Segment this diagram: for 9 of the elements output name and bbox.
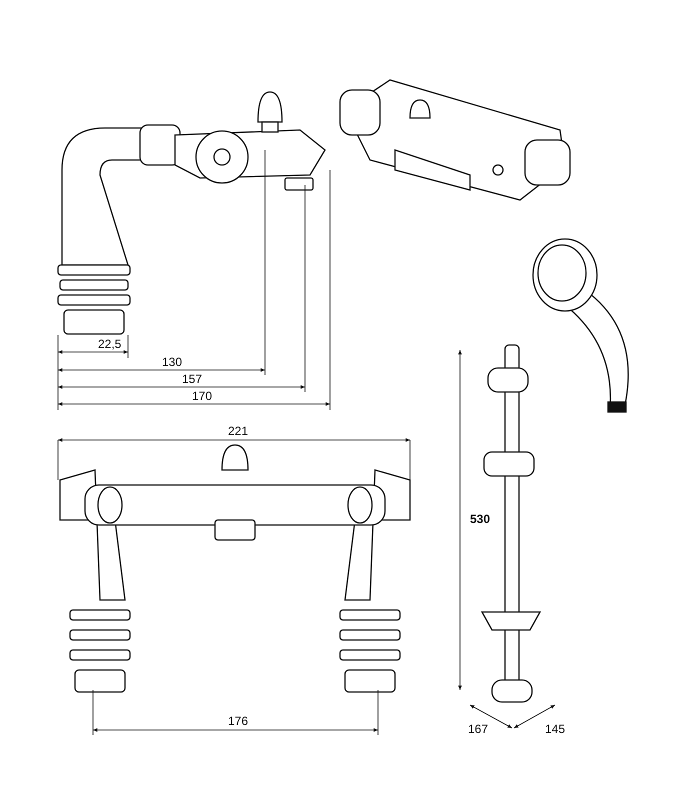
dimension-label: 221	[228, 424, 248, 438]
dimension-label: 530	[470, 512, 490, 526]
dimension-label: 176	[228, 714, 248, 728]
dimension-label: 170	[192, 389, 212, 403]
dimension-label: 145	[545, 722, 566, 736]
dimension-label: 22,5	[98, 337, 122, 351]
dimension-label: 130	[162, 355, 182, 369]
dimension-label: 167	[468, 722, 488, 736]
dimension-label: 157	[182, 372, 202, 386]
